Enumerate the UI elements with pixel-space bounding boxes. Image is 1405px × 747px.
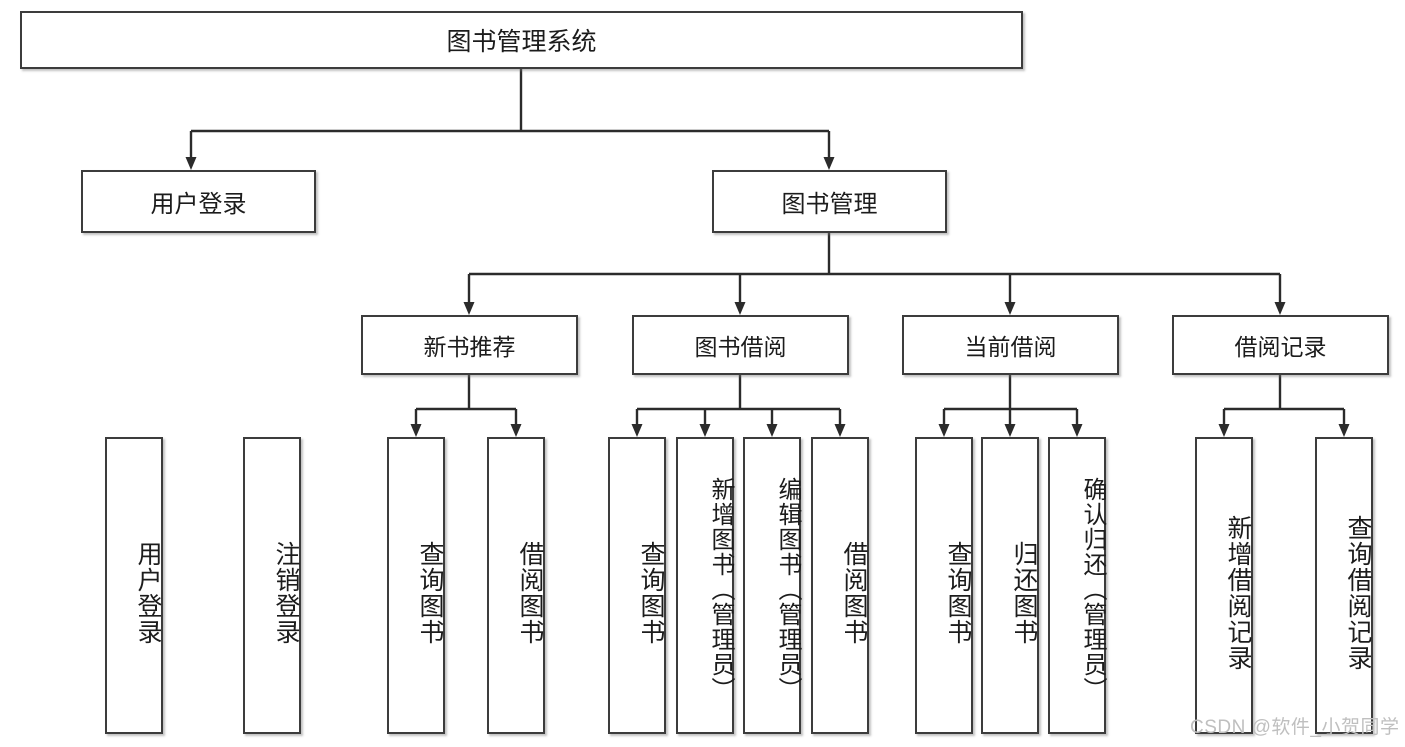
node-leaf-user-logout: 注销登录 bbox=[243, 437, 301, 734]
arrowhead-icon bbox=[766, 424, 778, 437]
node-user-login: 用户登录 bbox=[81, 170, 316, 233]
node-leaf-add-book: 新增图书（管理员） bbox=[676, 437, 734, 734]
node-label: 图书管理系统 bbox=[446, 28, 597, 56]
node-leaf-borrow-book-1: 借阅图书 bbox=[487, 437, 545, 734]
arrowhead-icon bbox=[1338, 424, 1350, 437]
node-label: 用户登录 bbox=[150, 191, 247, 218]
arrowhead-icon bbox=[1004, 424, 1016, 437]
node-label: 新增图书（管理员） bbox=[707, 477, 734, 702]
node-label: 新增借阅记录 bbox=[1224, 514, 1252, 671]
node-leaf-query-book-2: 查询图书 bbox=[608, 437, 666, 734]
arrowhead-icon bbox=[699, 424, 711, 437]
arrowhead-icon bbox=[1004, 302, 1016, 315]
node-label: 查询图书 bbox=[944, 540, 972, 645]
node-leaf-add-record: 新增借阅记录 bbox=[1195, 437, 1253, 734]
node-label: 借阅记录 bbox=[1234, 334, 1327, 360]
node-label: 查询图书 bbox=[637, 540, 665, 645]
arrowhead-icon bbox=[734, 302, 746, 315]
arrowhead-icon bbox=[463, 302, 475, 315]
node-label: 借阅图书 bbox=[516, 540, 544, 645]
arrowhead-icon bbox=[834, 424, 846, 437]
node-label: 新书推荐 bbox=[423, 334, 516, 360]
node-label: 确认归还（管理员） bbox=[1079, 477, 1106, 702]
node-leaf-query-book-1: 查询图书 bbox=[387, 437, 445, 734]
arrowhead-icon bbox=[1218, 424, 1230, 437]
node-label: 用户登录 bbox=[134, 540, 162, 645]
node-label: 注销登录 bbox=[272, 540, 300, 645]
node-leaf-query-book-3: 查询图书 bbox=[915, 437, 973, 734]
arrowhead-icon bbox=[1274, 302, 1286, 315]
node-book-manage: 图书管理 bbox=[712, 170, 947, 233]
node-label: 查询借阅记录 bbox=[1344, 514, 1372, 671]
node-label: 图书借阅 bbox=[694, 334, 787, 360]
node-leaf-query-record: 查询借阅记录 bbox=[1315, 437, 1373, 734]
node-borrow-record: 借阅记录 bbox=[1172, 315, 1389, 375]
node-root: 图书管理系统 bbox=[20, 11, 1023, 69]
arrowhead-icon bbox=[510, 424, 522, 437]
node-leaf-user-login: 用户登录 bbox=[105, 437, 163, 734]
node-label: 借阅图书 bbox=[840, 540, 868, 645]
arrowhead-icon bbox=[185, 157, 197, 170]
node-label: 编辑图书（管理员） bbox=[774, 477, 801, 702]
node-new-book-recommend: 新书推荐 bbox=[361, 315, 578, 375]
arrowhead-icon bbox=[823, 157, 835, 170]
arrowhead-icon bbox=[631, 424, 643, 437]
watermark: CSDN @软件_小贺同学 bbox=[1190, 717, 1400, 738]
arrowhead-icon bbox=[938, 424, 950, 437]
node-label: 归还图书 bbox=[1010, 540, 1038, 645]
arrowhead-icon bbox=[1071, 424, 1083, 437]
node-leaf-return-book: 归还图书 bbox=[981, 437, 1039, 734]
node-leaf-confirm-return: 确认归还（管理员） bbox=[1048, 437, 1106, 734]
node-current-borrow: 当前借阅 bbox=[902, 315, 1119, 375]
node-label: 查询图书 bbox=[416, 540, 444, 645]
node-leaf-edit-book: 编辑图书（管理员） bbox=[743, 437, 801, 734]
node-label: 图书管理 bbox=[781, 191, 878, 218]
node-label: 当前借阅 bbox=[964, 334, 1057, 360]
arrowhead-icon bbox=[410, 424, 422, 437]
node-book-borrow: 图书借阅 bbox=[632, 315, 849, 375]
node-leaf-borrow-book-2: 借阅图书 bbox=[811, 437, 869, 734]
